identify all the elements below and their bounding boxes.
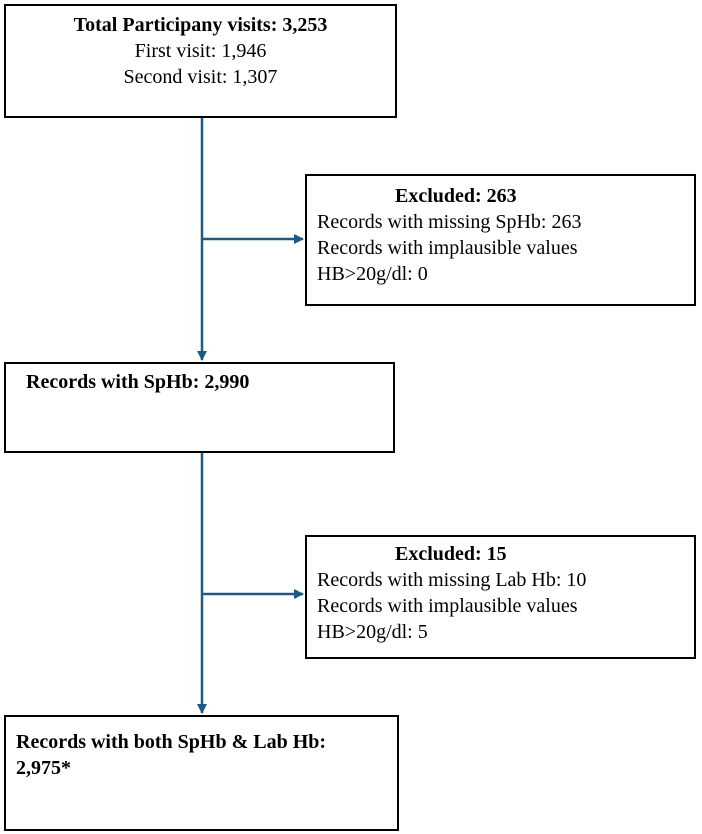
total-visits-box: Total Participany visits: 3,253 First vi… (4, 4, 397, 118)
final-records-heading: Records with both SpHb & Lab Hb: (16, 731, 327, 753)
excluded-box-1: Excluded: 263 Records with missing SpHb:… (305, 174, 696, 306)
final-records-box: Records with both SpHb & Lab Hb: 2,975* (4, 715, 399, 831)
second-visit-count: Second visit: 1,307 (123, 66, 278, 88)
excluded-2-threshold: HB>20g/dl: 5 (317, 621, 428, 643)
excluded-1-heading: Excluded: 263 (395, 185, 517, 207)
excluded-2-implausible: Records with implausible values (317, 595, 578, 617)
excluded-1-threshold: HB>20g/dl: 0 (317, 263, 428, 285)
excluded-2-missing-lab-hb: Records with missing Lab Hb: 10 (317, 569, 587, 591)
first-visit-count: First visit: 1,946 (134, 40, 267, 62)
total-visits-heading: Total Participany visits: 3,253 (73, 14, 328, 36)
excluded-1-missing-sphb: Records with missing SpHb: 263 (317, 211, 582, 233)
excluded-box-2: Excluded: 15 Records with missing Lab Hb… (305, 535, 696, 659)
records-with-sphb-box: Records with SpHb: 2,990 (4, 362, 395, 453)
excluded-1-implausible: Records with implausible values (317, 237, 578, 259)
records-with-sphb-heading: Records with SpHb: 2,990 (26, 371, 250, 393)
final-records-count: 2,975* (16, 757, 71, 779)
excluded-2-heading: Excluded: 15 (395, 543, 507, 565)
